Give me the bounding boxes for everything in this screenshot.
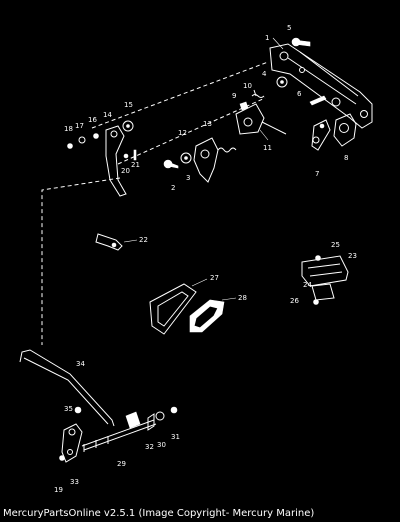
- part-28-pad[interactable]: [189, 299, 225, 333]
- callout-30: 30: [157, 441, 166, 449]
- part-15-washer[interactable]: [122, 120, 134, 132]
- part-10-spring[interactable]: [251, 89, 265, 98]
- callout-18: 18: [64, 125, 73, 133]
- callout-5: 5: [287, 24, 291, 32]
- footer-copyright: MercuryPartsOnline v2.5.1 (Image Copyrig…: [3, 508, 315, 519]
- callout-23: 23: [348, 252, 357, 260]
- part-35-nut[interactable]: [74, 406, 82, 414]
- callout-13: 13: [203, 120, 212, 128]
- callout-15: 15: [124, 101, 133, 109]
- part-17-washer[interactable]: [78, 136, 86, 144]
- assembly-dashed-lines: [41, 61, 269, 345]
- callout-10: 10: [243, 82, 252, 90]
- callout-11: 11: [263, 144, 272, 152]
- callout-7: 7: [315, 170, 319, 178]
- callout-19: 19: [54, 486, 63, 494]
- callout-27: 27: [210, 274, 219, 282]
- callout-6: 6: [297, 90, 302, 98]
- callout-31: 31: [171, 433, 180, 441]
- callout-33: 33: [70, 478, 79, 486]
- part-30-washer[interactable]: [155, 411, 165, 421]
- callout-22: 22: [139, 236, 148, 244]
- callout-2: 2: [171, 184, 175, 192]
- part-20-clip[interactable]: [123, 153, 129, 159]
- callout-32: 32: [145, 443, 154, 451]
- part-31-nut[interactable]: [170, 406, 178, 414]
- part-13-spring[interactable]: [217, 147, 237, 153]
- callout-1: 1: [265, 34, 269, 42]
- callout-4: 4: [262, 70, 267, 78]
- callout-25: 25: [331, 241, 340, 249]
- part-2-screw[interactable]: [163, 159, 179, 169]
- callout-28: 28: [238, 294, 247, 302]
- part-1-bracket[interactable]: [269, 43, 373, 129]
- part-5-bolt[interactable]: [291, 37, 311, 47]
- callout-3: 3: [186, 174, 190, 182]
- callout-24: 24: [303, 281, 312, 289]
- part-3-washer[interactable]: [180, 152, 192, 164]
- part-16-bushing[interactable]: [93, 133, 99, 139]
- part-22-connector[interactable]: [95, 233, 123, 251]
- part-29-shaft[interactable]: [81, 411, 157, 452]
- part-21-pin[interactable]: [133, 149, 137, 161]
- part-34-shift-rod[interactable]: [19, 349, 115, 427]
- callout-35: 35: [64, 405, 73, 413]
- part-8-cam[interactable]: [333, 113, 357, 147]
- part-26-screw[interactable]: [313, 299, 319, 305]
- part-6-pin[interactable]: [309, 95, 327, 106]
- part-19-nut[interactable]: [59, 455, 65, 461]
- part-7-lever[interactable]: [311, 119, 331, 151]
- part-4-washer[interactable]: [276, 76, 288, 88]
- callout-29: 29: [117, 460, 126, 468]
- part-11-link-assembly[interactable]: [235, 103, 287, 135]
- callout-21: 21: [131, 161, 140, 169]
- part-25-screw[interactable]: [315, 255, 321, 261]
- callout-12: 12: [178, 129, 187, 137]
- part-23-plate[interactable]: [301, 255, 349, 287]
- part-33-lever[interactable]: [61, 423, 83, 463]
- part-32-clip[interactable]: [147, 413, 155, 431]
- callout-20: 20: [121, 167, 130, 175]
- part-24-block[interactable]: [311, 283, 335, 301]
- part-27-frame[interactable]: [149, 283, 197, 335]
- callout-9: 9: [232, 92, 236, 100]
- part-14-arm-lever[interactable]: [105, 125, 127, 197]
- callout-34: 34: [76, 360, 85, 368]
- part-12-throttle-cam[interactable]: [193, 137, 219, 183]
- part-18-nut[interactable]: [67, 143, 73, 149]
- callout-8: 8: [344, 154, 348, 162]
- callout-14: 14: [103, 111, 112, 119]
- callout-17: 17: [75, 122, 84, 130]
- callout-16: 16: [88, 116, 97, 124]
- callout-26: 26: [290, 297, 299, 305]
